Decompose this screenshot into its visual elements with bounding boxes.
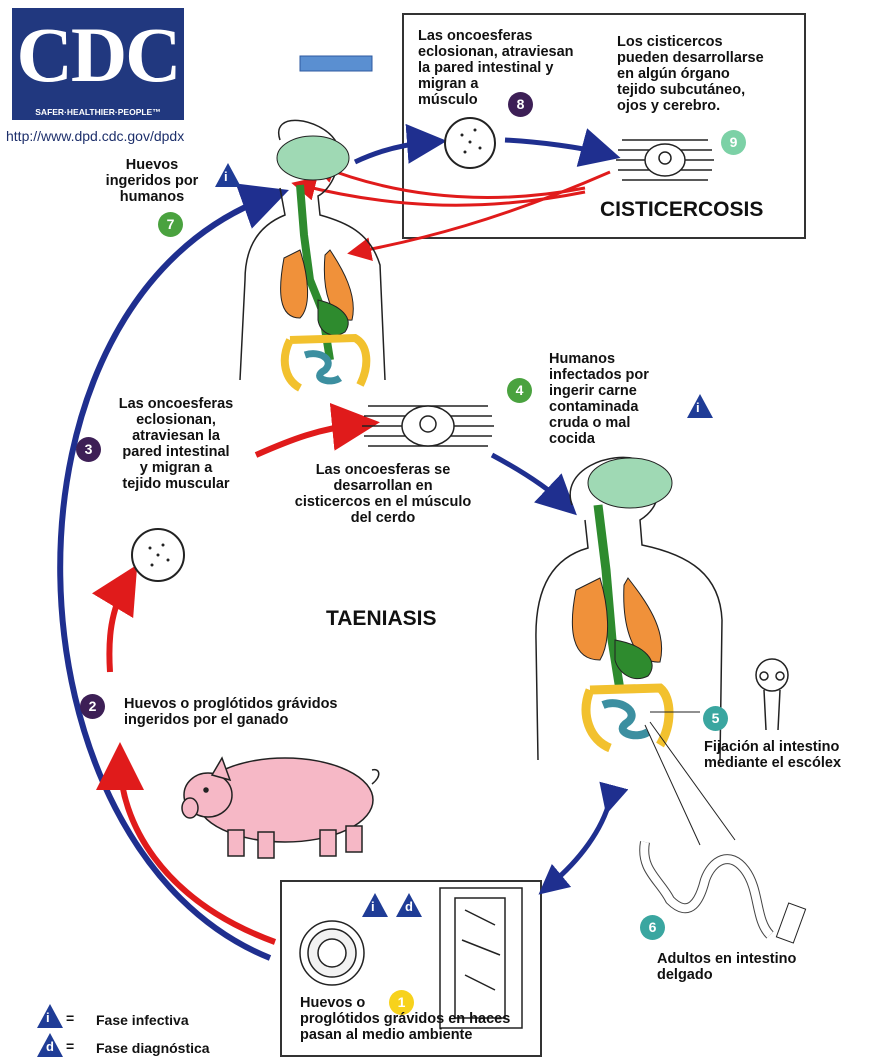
pointer-line-6b: [645, 725, 700, 845]
step-9-text: Los cisticercos pueden desarrollarse en …: [617, 34, 764, 114]
brain-right: [588, 458, 672, 508]
step-7-text: Huevos ingeridos por humanos: [92, 157, 212, 205]
arrow-intestine-to-environment: [550, 800, 610, 885]
badge-infective-step4: i: [687, 394, 713, 418]
small-intestine-top: [305, 354, 340, 381]
step-3-text: Las oncoesferas eclosionan, atraviesan l…: [108, 396, 244, 492]
step-4-text: Humanos infectados por ingerir carne con…: [549, 351, 649, 447]
cysticercus-pig-muscle: [362, 406, 494, 446]
legend-badge-letter: i: [46, 1010, 50, 1025]
badge-letter: d: [405, 899, 413, 914]
badge-infective-step7: i: [215, 163, 241, 187]
step-circle-6: 6: [640, 915, 665, 940]
step-circle-7: 7: [158, 212, 183, 237]
badge-letter: i: [224, 169, 228, 184]
badge-diagnostic-step1: d: [396, 893, 422, 917]
arrow-cyst-to-brain: [320, 166, 585, 197]
arrow-to-muscle: [256, 424, 362, 455]
cysticercosis-title: CISTICERCOSIS: [600, 198, 763, 222]
step-1-text: Huevos o proglótidos grávidos en haces p…: [300, 995, 510, 1043]
step-circle-4: 4: [507, 378, 532, 403]
arrow-meat-to-human: [492, 455, 566, 505]
step-6-text: Adultos en intestino delgado: [657, 951, 796, 983]
egg-illustration: [300, 921, 364, 985]
taeniasis-title: TAENIASIS: [326, 607, 436, 631]
legend-equals: =: [66, 1038, 74, 1054]
step-circle-3: 3: [76, 437, 101, 462]
step-8-text: Las oncoesferas eclosionan, atraviesan l…: [418, 28, 574, 108]
legend-infective-badge: i: [37, 1004, 63, 1028]
pig-muscle-text: Las oncoesferas se desarrollan en cistic…: [286, 462, 480, 526]
cysticercus-muscle-9: [616, 140, 714, 180]
arrow-cyst-to-body: [356, 172, 610, 252]
legend-badge-letter: d: [46, 1039, 54, 1054]
step-circle-5: 5: [703, 706, 728, 731]
badge-infective-step1: i: [362, 893, 388, 917]
step-circle-2: 2: [80, 694, 105, 719]
pig-illustration: [182, 758, 379, 858]
arrow-oncosphere-to-cyst: [505, 140, 606, 154]
legend-infective-label: Fase infectiva: [96, 1012, 189, 1028]
legend-diagnostic-badge: d: [37, 1033, 63, 1057]
lung-left-right: [572, 578, 607, 660]
badge-letter: i: [696, 400, 700, 415]
legend-equals: =: [66, 1010, 74, 1026]
badge-letter: i: [371, 899, 375, 914]
arrow-brain-to-oncosphere: [355, 142, 432, 162]
step-5-text: Fijación al intestino mediante el escóle…: [704, 739, 841, 771]
arrow-pig-to-oncosphere: [109, 580, 128, 672]
step-2-text: Huevos o proglótidos grávidos ingeridos …: [124, 696, 338, 728]
legend-diagnostic-label: Fase diagnóstica: [96, 1040, 210, 1056]
scolex-illustration: [756, 659, 788, 730]
adult-worm-illustration: [644, 842, 805, 943]
small-intestine-right: [603, 703, 648, 735]
step-circle-9: 9: [721, 130, 746, 155]
decorative-bar: [300, 56, 372, 71]
brain-top: [277, 136, 349, 180]
